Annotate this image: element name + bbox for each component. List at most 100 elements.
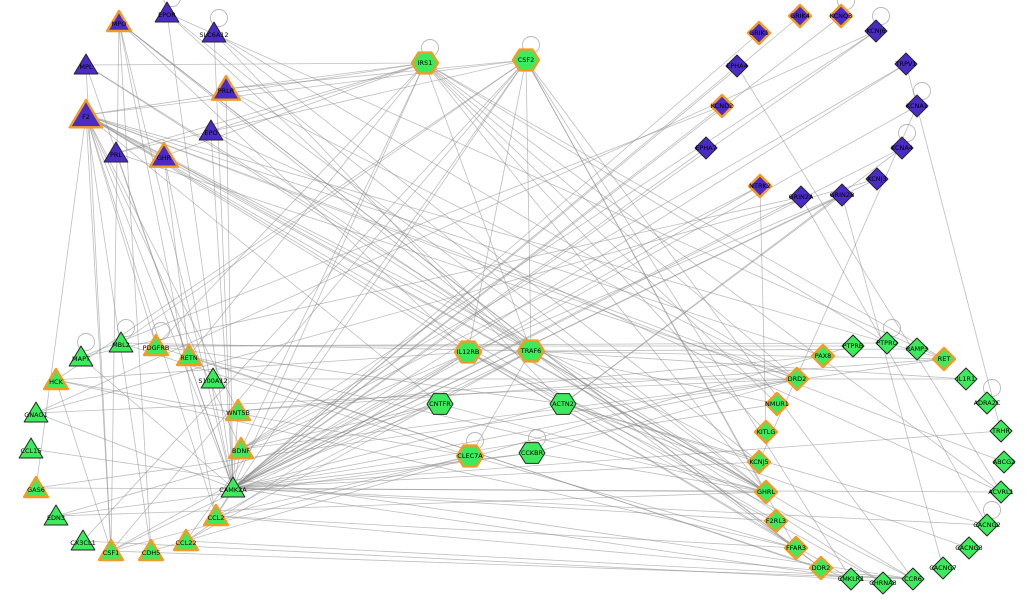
- edge-CCKBR-GHRL: [531, 452, 767, 493]
- triangle-node-shape: [200, 367, 226, 389]
- edge-CSF2-CCL2: [215, 59, 527, 517]
- edge-CSF2-CMKLR1: [525, 59, 852, 580]
- edge-GHR-IRS1: [163, 62, 426, 157]
- edge-CAMK2A-CHRNA3: [232, 487, 884, 584]
- edge-F2-ABCG2: [85, 114, 1005, 463]
- node-NTRK2[interactable]: NTRK2: [747, 173, 773, 199]
- triangle-node-shape: [22, 475, 50, 499]
- self-loop-PDGFRB: [152, 322, 170, 340]
- node-MAPT[interactable]: MAPT: [68, 345, 94, 367]
- edge-F2-CNTFR: [85, 114, 441, 405]
- node-GRIK4[interactable]: GRIK4: [787, 3, 813, 29]
- node-KCND2[interactable]: KCND2: [709, 93, 735, 119]
- self-loop-SLC6A12: [210, 9, 228, 27]
- edge-IL12RB-FFAR3: [467, 351, 797, 549]
- node-TRHR[interactable]: TRHR: [989, 419, 1013, 443]
- edge-F2-CDH5: [85, 114, 152, 552]
- triangle-node-shape: [23, 401, 49, 423]
- node-IL12RB[interactable]: IL12RB: [453, 340, 483, 364]
- diamond-node-shape: [864, 19, 888, 43]
- edge-EPOR-RET: [166, 12, 945, 360]
- node-MPO[interactable]: MPO: [105, 9, 133, 33]
- edge-CLEC7A-CCL2: [215, 455, 471, 517]
- node-CX3CL1[interactable]: CX3CL1: [70, 529, 96, 551]
- self-loop-EPOR: [163, 0, 181, 7]
- node-IL1R1[interactable]: IL1R1: [954, 367, 978, 391]
- edge-GRIN2A-CACNG2: [800, 196, 988, 526]
- node-RET[interactable]: RET: [931, 346, 957, 372]
- node-KCNA1[interactable]: KCNA1: [905, 94, 929, 118]
- node-PRL[interactable]: PRL: [103, 141, 129, 163]
- edge-F2-IL12RB: [85, 114, 469, 353]
- node-GRIN2A[interactable]: GRIN2A: [789, 185, 814, 209]
- node-KCNJ3[interactable]: KCNJ3: [865, 167, 889, 191]
- node-MBL2[interactable]: MBL2: [108, 331, 134, 353]
- edge-IRS1-PTPRO: [424, 62, 888, 344]
- edge-GHR-RETN: [163, 155, 190, 357]
- node-GRIN2B[interactable]: GRIN2B: [830, 183, 855, 207]
- edge-CAMK2A-F2RL3: [232, 487, 777, 522]
- edge-CCL2-CCR6: [215, 515, 914, 580]
- node-CCR6[interactable]: CCR6: [901, 567, 925, 591]
- node-KCNJ5[interactable]: KCNJ5: [746, 449, 772, 475]
- node-ABCG2[interactable]: ABCG2: [992, 450, 1016, 474]
- node-GNAO1[interactable]: GNAO1: [23, 401, 49, 423]
- edge-CSF2-CX3CL1: [82, 59, 527, 542]
- edge-EPOR-GHRL: [166, 12, 767, 493]
- node-IRS1[interactable]: IRS1: [410, 51, 440, 75]
- node-KITLG[interactable]: KITLG: [753, 419, 779, 445]
- edge-TRAF6-GHRL: [530, 350, 767, 493]
- edge-CSF2-IL12RB: [467, 59, 527, 353]
- edge-GNAO1-KCNJ3: [35, 178, 878, 414]
- edge-GAS6-ACVRL1: [35, 487, 1002, 493]
- triangle-node-shape: [224, 398, 252, 422]
- edge-F2-F2RL3: [85, 114, 777, 522]
- edge-CSF1-CCR6: [110, 550, 914, 580]
- node-EPOR[interactable]: EPOR: [154, 1, 180, 23]
- node-FFAR3[interactable]: FFAR3: [783, 535, 809, 561]
- diamond-node-shape: [746, 449, 772, 475]
- node-CCL15[interactable]: CCL15: [18, 437, 44, 459]
- diamond-node-shape: [764, 391, 790, 417]
- edge-CAMK2A-KCNJ5: [232, 461, 760, 489]
- node-KCNJ6[interactable]: KCNJ6: [864, 19, 888, 43]
- node-PAX8[interactable]: PAX8: [810, 343, 836, 369]
- edge-CCL15-CCR6: [30, 448, 914, 580]
- node-GRIK1[interactable]: GRIK1: [746, 20, 772, 46]
- edge-GHR-GHRL: [163, 155, 767, 493]
- node-CLEC7A[interactable]: CLEC7A: [455, 444, 485, 468]
- self-loop-MAPT: [77, 333, 95, 351]
- edge-IL12RB-CSF1: [110, 351, 469, 552]
- node-CACNG7[interactable]: CACNG7: [929, 556, 957, 580]
- diamond-node-shape: [694, 136, 718, 160]
- node-EPHA7[interactable]: EPHA7: [694, 136, 718, 160]
- node-ACVRL1[interactable]: ACVRL1: [988, 480, 1014, 504]
- edge-GNAO1-DRD2: [35, 378, 798, 414]
- edge-EPHA4-ACVRL1: [736, 65, 1002, 493]
- diamond-node-shape: [975, 513, 999, 537]
- self-loop-layer: [77, 0, 1001, 519]
- node-HCK[interactable]: HCK: [42, 367, 70, 391]
- node-TRAF6[interactable]: TRAF6: [516, 339, 546, 363]
- edge-HCK-CSF1: [55, 379, 112, 552]
- edge-TRAF6-RET: [530, 350, 945, 360]
- node-CACNG3[interactable]: CACNG3: [955, 536, 983, 560]
- edge-EPO-CAMK2A: [210, 130, 234, 489]
- edge-TRAF6-DDR2: [530, 350, 822, 569]
- node-RAMP3[interactable]: RAMP3: [905, 337, 929, 361]
- edge-CDH5-PTPRB: [150, 345, 854, 552]
- triangle-node-shape: [172, 528, 200, 552]
- edge-EDN3-GHRL: [55, 491, 767, 517]
- node-S100A12[interactable]: S100A12: [198, 367, 228, 389]
- edge-MAPT-GRIN2A: [80, 196, 802, 358]
- node-TRPV1[interactable]: TRPV1: [894, 52, 918, 76]
- edge-CSF2-TRAF6: [525, 59, 532, 352]
- edge-ACTN2-CACNG2: [562, 403, 988, 526]
- hexagon-node-shape: [455, 444, 485, 468]
- node-PTPRB[interactable]: PTPRB: [841, 334, 865, 358]
- node-MPL[interactable]: MPL: [73, 53, 99, 75]
- node-CSF2[interactable]: CSF2: [511, 48, 541, 72]
- node-KCNA4[interactable]: KCNA4: [890, 136, 914, 160]
- node-KCNQ3[interactable]: KCNQ3: [828, 3, 854, 29]
